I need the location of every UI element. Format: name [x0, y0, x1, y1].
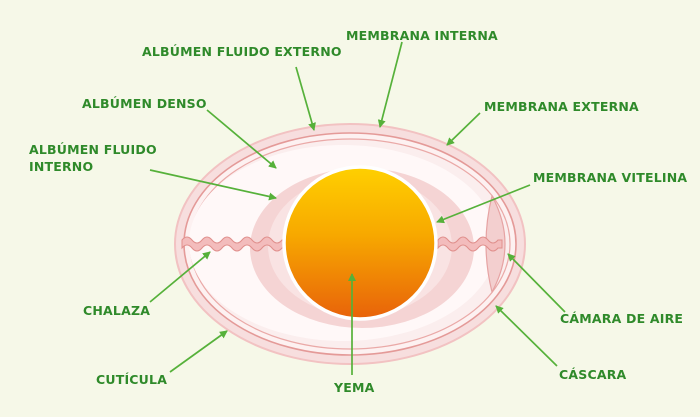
arrow-cascara [495, 305, 558, 367]
label-chalaza: CHALAZA [83, 303, 151, 318]
arrow-membrana-vitelina [436, 184, 531, 224]
label-cuticula: CUTÍCULA [96, 372, 168, 387]
label-albumen-fluido-externo: ALBÚMEN FLUIDO EXTERNO [142, 44, 342, 59]
label-yema: YEMA [334, 380, 375, 395]
arrow-membrana-interna [377, 41, 403, 128]
arrow-camara-de-aire [507, 253, 566, 313]
arrow-albumen-denso [206, 109, 277, 169]
arrow-albumen-fluido-interno [149, 169, 277, 201]
arrow-chalaza [149, 251, 211, 303]
arrow-cuticula [169, 330, 228, 373]
cuticle-line [174, 123, 526, 365]
yolk [282, 165, 438, 321]
label-membrana-vitelina: MEMBRANA VITELINA [533, 170, 688, 185]
label-camara-de-aire: CÁMARA DE AIRE [560, 311, 684, 326]
arrow-membrana-externa [446, 112, 481, 146]
label-membrana-interna: MEMBRANA INTERNA [346, 28, 498, 43]
label-albumen-fluido-interno-line2: INTERNO [29, 159, 94, 174]
label-albumen-fluido-interno-line1: ALBÚMEN FLUIDO [29, 142, 157, 157]
chalaza-right [437, 236, 503, 252]
label-albumen-denso: ALBÚMEN DENSO [82, 96, 207, 111]
arrow-albumen-fluido-externo [295, 66, 316, 131]
label-cascara: CÁSCARA [559, 367, 627, 382]
label-membrana-externa: MEMBRANA EXTERNA [484, 99, 639, 114]
